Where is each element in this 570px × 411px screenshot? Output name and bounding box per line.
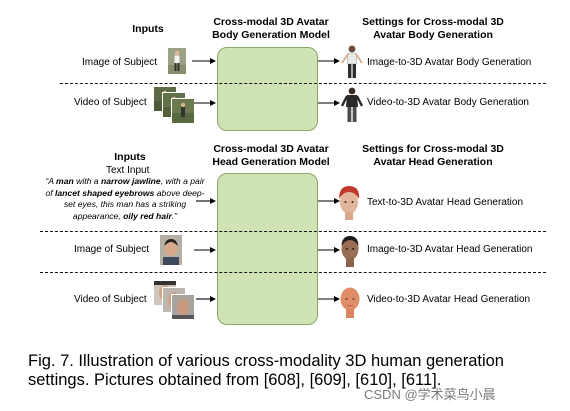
head-row-separator-1 [40,231,546,232]
head-image-input-label: Image of Subject [74,244,150,255]
body-settings-header: Settings for Cross-modal 3D Avatar Body … [348,16,518,42]
caption-line-2: settings. Pictures obtained from [608], … [28,371,442,389]
head-row3-input-arrow [196,296,216,302]
body-settings-header-line1: Settings for Cross-modal 3D [362,16,504,28]
prompt-part-1: man [56,176,74,186]
figure-caption: Fig. 7. Illustration of various cross-mo… [28,352,564,390]
head-model-header: Cross-modal 3D Avatar Head Generation Mo… [196,143,346,169]
head-row1-input-arrow [196,198,216,204]
head-row3-output-arrow [318,296,340,302]
body-image-output-label: Image-to-3D Avatar Body Generation [367,57,532,68]
body-row1-input-arrow [192,58,216,64]
head-avatar-red-hair-icon [339,186,360,220]
body-model-header-line1: Cross-modal 3D Avatar [213,16,329,28]
body-video-output-label: Video-to-3D Avatar Body Generation [367,97,529,108]
head-model-header-line2: Head Generation Model [212,156,330,168]
body-video-input-label: Video of Subject [74,97,147,108]
head-row1-output-arrow [318,198,340,204]
prompt-part-0: “A [45,176,57,186]
body-row2-input-arrow [194,100,216,106]
caption-line-1: Fig. 7. Illustration of various cross-mo… [28,352,504,370]
prompt-part-4: , with a pair of [45,176,205,198]
body-row-separator [60,83,546,84]
head-video-input-label: Video of Subject [74,294,147,305]
head-video-frame-3 [171,294,195,320]
body-row2-output-arrow [318,100,340,106]
body-video-frame-3 [171,98,195,124]
head-settings-header-line2: Avatar Head Generation [373,156,493,168]
body-settings-header-line2: Avatar Body Generation [373,29,493,41]
body-subject-image [168,48,186,74]
body-image-input-label: Image of Subject [82,57,158,68]
prompt-part-8: .” [171,210,178,221]
prompt-part-7: oily red hair [123,210,172,221]
prompt-part-5: lancet shaped eyebrows [55,187,155,198]
head-text-input-label: Text Input [106,165,150,176]
head-model-header-line1: Cross-modal 3D Avatar [213,143,329,155]
body-generation-model-box [217,47,318,131]
csdn-watermark: CSDN @学术菜鸟小晨 [364,387,496,402]
body-model-header-line2: Body Generation Model [212,29,330,41]
head-row2-input-arrow [194,247,216,253]
body-avatar-2-icon [340,87,364,122]
head-row2-output-arrow [318,247,340,253]
head-subject-image [160,235,182,265]
prompt-part-2: with a [73,176,101,186]
head-text-output-label: Text-to-3D Avatar Head Generation [367,197,524,208]
head-avatar-video-icon [340,287,360,318]
body-inputs-header: Inputs [132,23,164,35]
head-generation-model-box [217,173,318,325]
head-row-separator-2 [40,272,546,273]
head-settings-header-line1: Settings for Cross-modal 3D [362,143,504,155]
head-settings-header: Settings for Cross-modal 3D Avatar Head … [348,143,518,169]
body-avatar-1-icon [341,45,363,78]
prompt-part-6: above deep-set eyes, this man has a stri… [63,187,205,221]
head-video-output-label: Video-to-3D Avatar Head Generation [367,294,531,305]
body-model-header: Cross-modal 3D Avatar Body Generation Mo… [196,16,346,42]
head-text-prompt: “A man with a narrow jawline, with a pai… [44,176,206,222]
prompt-part-3: narrow jawline [100,176,161,186]
head-avatar-image-icon [341,236,359,267]
head-image-output-label: Image-to-3D Avatar Head Generation [367,244,533,255]
body-row1-output-arrow [318,58,340,64]
head-inputs-header: Inputs [114,151,146,163]
